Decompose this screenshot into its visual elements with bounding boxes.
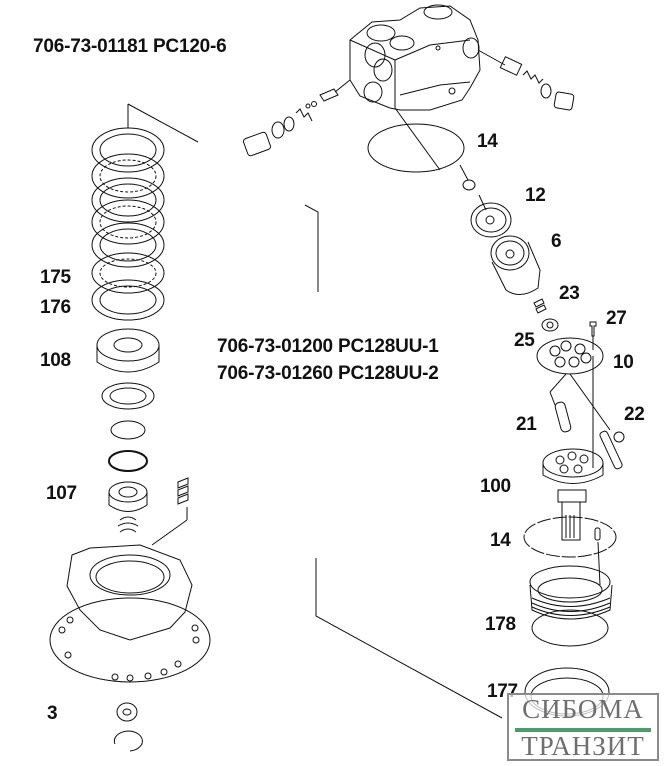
label-part-178: 178 [485,614,516,635]
label-part-108: 108 [40,350,71,371]
label-part-22: 22 [624,404,645,425]
title-variant-1: 706-73-01200 PC128UU-1 [217,336,439,357]
label-part-14-bottom: 14 [490,530,511,551]
label-part-3: 3 [47,703,58,724]
label-part-6: 6 [551,231,562,252]
label-part-10: 10 [613,352,634,373]
shaft-gear-drawing [542,448,604,541]
friction-plates-drawing [91,103,199,321]
pin-drawing [594,527,601,541]
leader-lines [304,204,503,719]
swash-plate-drawing [536,337,611,468]
small-parts-drawing [533,298,597,350]
nut-3-hole [122,708,132,716]
label-part-100: 100 [480,476,511,497]
label-part-14-top: 14 [477,131,498,152]
o-ring-14-top [367,123,465,173]
label-part-23: 23 [559,283,580,304]
seal-ring-inner [109,387,147,405]
label-part-12: 12 [525,185,546,206]
spacer-drawing [110,420,146,440]
label-part-27: 27 [606,308,627,329]
watermark-logo: СИБОМА ТРАНЗИТ [507,693,659,761]
cylinder-block-drawing [490,235,541,295]
nut-3-drawing [116,702,138,722]
o-ring-14-bottom [523,516,617,558]
label-part-176: 176 [40,297,71,318]
label-part-175: 175 [40,267,71,288]
valve-plate-drawing [459,164,512,238]
housing-drawing [49,544,211,683]
watermark-line-2: ТРАНЗИТ [521,731,645,761]
title-main-part-number: 706-73-01181 PC120-6 [33,36,227,57]
seal-ring-drawing [101,382,155,410]
pins-drawing [554,401,625,470]
circlip-drawing [113,730,143,752]
ring-nut-drawing [529,565,613,647]
title-variant-2: 706-73-01260 PC128UU-2 [217,363,439,384]
snap-ring-drawing [108,450,148,472]
watermark-line-1: СИБОМА [522,694,644,724]
label-part-25: 25 [514,330,535,351]
label-part-107: 107 [46,483,77,504]
watermark-accent-bar [515,728,651,732]
bearing-108-drawing [96,328,160,373]
valve-block-drawing [242,4,575,171]
bearing-107-drawing [108,477,189,546]
label-part-21: 21 [516,414,537,435]
